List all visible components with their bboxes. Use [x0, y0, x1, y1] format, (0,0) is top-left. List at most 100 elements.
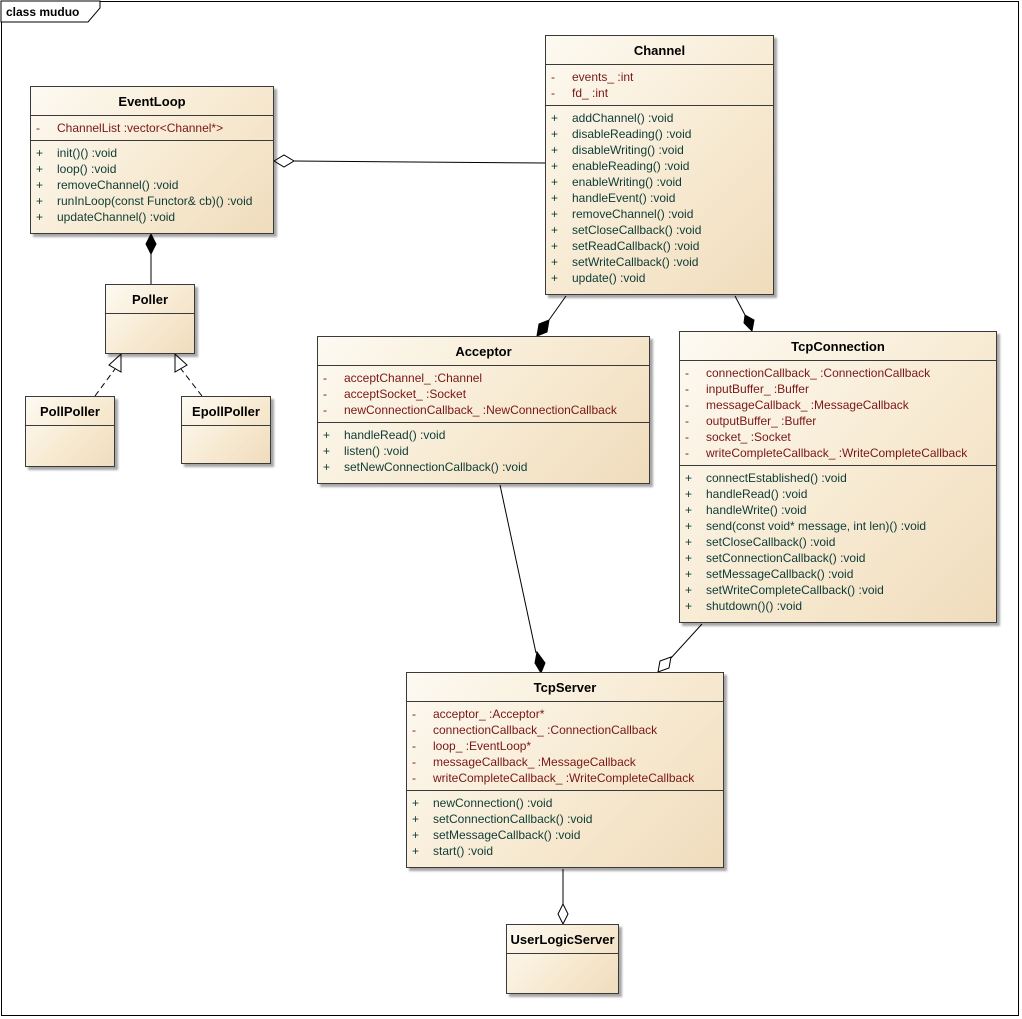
operation-row: + send(const void* message, int len)() :v…: [684, 518, 992, 534]
operation-row: +handleRead() :void: [684, 486, 992, 502]
visibility-marker: +: [323, 444, 331, 458]
operation-row: + connectEstablished() :void: [684, 470, 992, 486]
class-name: UserLogicServer: [510, 932, 615, 947]
composition-diamond: [536, 319, 550, 337]
attribute-text: messageCallback_ :MessageCallback: [706, 398, 909, 412]
attribute-text: acceptSocket_ :Socket: [344, 387, 467, 401]
operation-row: +handleEvent() :void: [550, 190, 769, 206]
attribute-text: fd_ :int: [572, 86, 609, 100]
operation-text: handleRead() :void: [344, 428, 446, 442]
operation-row: + handleRead() :void: [322, 427, 645, 443]
class-eventloop[interactable]: EventLoop -ChannelList :vector<Channel*>…: [30, 86, 274, 234]
attribute-row: -fd_ :int: [550, 85, 769, 101]
empty-section: [26, 425, 114, 457]
attribute-text: writeCompleteCallback_ :WriteCompleteCal…: [433, 771, 695, 785]
visibility-marker: +: [685, 503, 693, 517]
operation-row: + handleWrite() :void: [684, 502, 992, 518]
visibility-marker: +: [412, 828, 420, 842]
operation-text: setCloseCallback() :void: [572, 223, 702, 237]
operation-text: setMessageCallback() :void: [706, 567, 854, 581]
operation-row: +addChannel() :void: [550, 110, 769, 126]
operation-text: updateChannel() :void: [57, 210, 176, 224]
class-channel[interactable]: Channel -events_ :int-fd_ :int +addChann…: [545, 35, 774, 295]
operations-section: +handleRead() :void+listen() :void+setNe…: [318, 422, 649, 479]
visibility-marker: +: [412, 844, 420, 858]
visibility-marker: -: [36, 121, 40, 135]
visibility-marker: +: [685, 519, 693, 533]
visibility-marker: +: [551, 255, 559, 269]
operation-text: update() :void: [572, 271, 646, 285]
visibility-marker: -: [412, 739, 416, 753]
operation-text: disableReading() :void: [572, 127, 692, 141]
class-name: TcpServer: [533, 680, 597, 695]
pollpoller-realization: [94, 368, 116, 397]
channel-tcpconnection-composition: [734, 295, 746, 316]
visibility-marker: -: [412, 723, 416, 737]
attributes-section: -ChannelList :vector<Channel*>: [31, 115, 273, 140]
attribute-row: -acceptChannel_ :Channel: [322, 370, 645, 386]
operation-row: +setMessageCallback() :void: [411, 827, 719, 843]
operations-section: + connectEstablished() :void+handleRead()…: [680, 465, 996, 618]
composition-diamond: [534, 650, 546, 675]
attribute-row: -events_ :int: [550, 69, 769, 85]
operation-row: +shutdown()() :void: [684, 598, 992, 614]
operation-row: +disableWriting() :void: [550, 142, 769, 158]
visibility-marker: -: [685, 414, 689, 428]
visibility-marker: +: [412, 796, 420, 810]
visibility-marker: +: [685, 471, 693, 485]
visibility-marker: +: [551, 223, 559, 237]
operation-text: setReadCallback() :void: [572, 239, 700, 253]
operation-text: enableReading() :void: [572, 159, 690, 173]
composition-diamond: [743, 314, 755, 333]
attribute-text: connectionCallback_ :ConnectionCallback: [706, 366, 931, 380]
class-name: PollPoller: [40, 404, 100, 419]
visibility-marker: +: [36, 194, 44, 208]
operation-row: +removeChannel() :void: [550, 206, 769, 222]
operation-text: start() :void: [433, 844, 494, 858]
acceptor-tcpserver-composition: [499, 484, 537, 654]
attribute-row: - connectionCallback_ :ConnectionCallback: [411, 722, 719, 738]
operation-row: +setCloseCallback() :void: [684, 534, 992, 550]
class-tcpconnection[interactable]: TcpConnection -connectionCallback_ :Conn…: [679, 331, 997, 623]
attribute-text: newConnectionCallback_ :NewConnectionCal…: [344, 403, 617, 417]
class-tcpserver[interactable]: TcpServer -acceptor_ :Acceptor*-connecti…: [406, 672, 724, 868]
class-epollpoller[interactable]: EpollPoller: [181, 396, 271, 464]
attributes-section: - connectionCallback_ :ConnectionCallback…: [680, 360, 996, 465]
attribute-row: -inputBuffer_ :Buffer: [684, 381, 992, 397]
attribute-row: -messageCallback_ :MessageCallback: [684, 397, 992, 413]
class-pollpoller[interactable]: PollPoller: [25, 396, 115, 467]
operation-text: handleWrite() :void: [706, 503, 807, 517]
operation-row: + setReadCallback() :void: [550, 238, 769, 254]
visibility-marker: +: [323, 428, 331, 442]
class-poller[interactable]: Poller: [105, 284, 195, 354]
class-acceptor[interactable]: Acceptor -acceptChannel_ :Channel-accept…: [317, 336, 650, 484]
attribute-text: connectionCallback_ :ConnectionCallback: [433, 723, 658, 737]
visibility-marker: +: [685, 583, 693, 597]
operation-row: +disableReading() :void: [550, 126, 769, 142]
attributes-section: -acceptChannel_ :Channel- acceptSocket_ :…: [318, 365, 649, 422]
attributes-section: -events_ :int-fd_ :int: [546, 64, 773, 105]
operation-text: connectEstablished() :void: [706, 471, 847, 485]
frame-title: class muduo: [6, 5, 80, 19]
composition-diamond: [145, 232, 157, 256]
visibility-marker: -: [323, 371, 327, 385]
operation-text: addChannel() :void: [572, 111, 674, 125]
attribute-text: loop_ :EventLoop*: [433, 739, 532, 753]
operation-text: removeChannel() :void: [572, 207, 694, 221]
attribute-row: -socket_ :Socket: [684, 429, 992, 445]
operation-row: +setNewConnectionCallback() :void: [322, 459, 645, 475]
visibility-marker: +: [551, 239, 559, 253]
operation-row: +runInLoop(const Functor& cb)() :void: [35, 193, 269, 209]
attribute-row: -acceptor_ :Acceptor*: [411, 706, 719, 722]
visibility-marker: -: [412, 771, 416, 785]
operation-text: send(const void* message, int len)() :vo…: [706, 519, 927, 533]
operations-section: +newConnection() :void+setConnectionCall…: [407, 790, 723, 863]
attribute-row: - acceptSocket_ :Socket: [322, 386, 645, 402]
class-userlogicserver[interactable]: UserLogicServer: [506, 924, 619, 994]
realization-triangle: [108, 352, 122, 373]
operation-row: + updateChannel() :void: [35, 209, 269, 225]
visibility-marker: -: [323, 387, 327, 401]
operation-text: disableWriting() :void: [572, 143, 684, 157]
operation-text: setConnectionCallback() :void: [706, 551, 866, 565]
visibility-marker: +: [36, 210, 44, 224]
